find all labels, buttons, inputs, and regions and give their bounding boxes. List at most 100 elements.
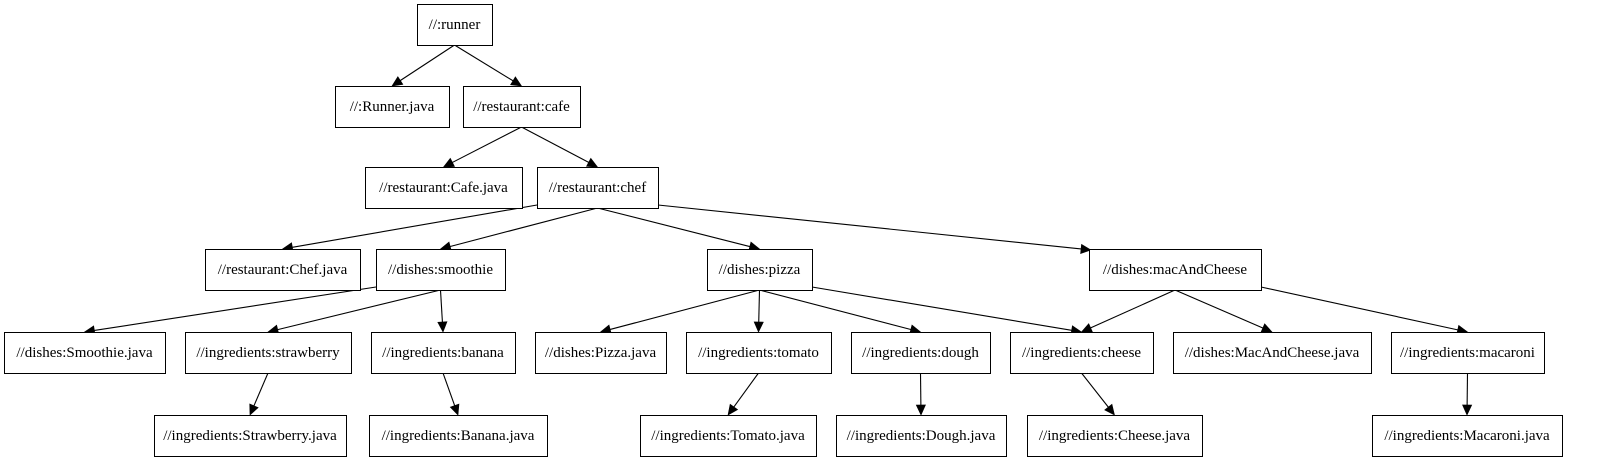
- edge-line: [94, 286, 377, 332]
- node-label: //dishes:macAndCheese: [1103, 262, 1247, 278]
- graph-node-smoothie_java[interactable]: //dishes:Smoothie.java: [4, 332, 166, 374]
- edge-line: [759, 289, 911, 331]
- edge-line: [657, 204, 1082, 250]
- edge-dishes_pizza-to-ing_cheese: [811, 286, 1083, 336]
- edge-ing_strawberry-to-strawberry_java: [249, 372, 269, 416]
- edge-ing_macaroni-to-macaroni_java: [1462, 372, 1473, 416]
- edge-arrowhead: [437, 321, 448, 333]
- node-box[interactable]: [1173, 332, 1372, 374]
- graph-node-runner[interactable]: //:runner: [417, 4, 493, 46]
- node-box[interactable]: [1027, 415, 1203, 457]
- edge-line: [811, 286, 1072, 331]
- node-box[interactable]: [1089, 249, 1262, 291]
- graph-node-ing_strawberry[interactable]: //ingredients:strawberry: [185, 332, 352, 374]
- edge-restaurant_cafe-to-restaurant_chef: [521, 126, 599, 168]
- graph-node-dough_java[interactable]: //ingredients:Dough.java: [836, 415, 1007, 457]
- node-label: //ingredients:Banana.java: [382, 428, 535, 444]
- graph-node-dishes_macandchs[interactable]: //dishes:macAndCheese: [1089, 249, 1262, 291]
- node-box[interactable]: [640, 415, 817, 457]
- node-box[interactable]: [707, 249, 813, 291]
- edge-restaurant_chef-to-chef_java: [281, 204, 538, 253]
- node-box[interactable]: [463, 86, 581, 128]
- edge-line: [1174, 289, 1264, 329]
- node-box[interactable]: [537, 167, 659, 209]
- edge-dishes_macandchs-to-macandcheese_java: [1174, 289, 1273, 333]
- graph-node-macandcheese_java[interactable]: //dishes:MacAndCheese.java: [1173, 332, 1372, 374]
- node-box[interactable]: [1391, 332, 1545, 374]
- graph-node-ing_macaroni[interactable]: //ingredients:macaroni: [1391, 332, 1545, 374]
- edge-line: [292, 204, 538, 248]
- edge-arrowhead: [442, 157, 455, 168]
- graph-node-cheese_java[interactable]: //ingredients:Cheese.java: [1027, 415, 1203, 457]
- node-label: //ingredients:Strawberry.java: [163, 428, 337, 444]
- node-box[interactable]: [417, 4, 493, 46]
- edge-ing_dough-to-dough_java: [915, 372, 926, 416]
- edge-arrowhead: [391, 76, 404, 87]
- node-box[interactable]: [376, 249, 506, 291]
- edge-arrowhead: [1080, 243, 1092, 254]
- node-box[interactable]: [365, 167, 523, 209]
- node-box[interactable]: [369, 415, 548, 457]
- node-label: //ingredients:Cheese.java: [1039, 428, 1191, 444]
- node-label: //restaurant:Chef.java: [218, 262, 348, 278]
- node-box[interactable]: [1010, 332, 1154, 374]
- edge-line: [1090, 289, 1176, 329]
- edge-dishes_macandchs-to-ing_cheese: [1080, 289, 1176, 333]
- graph-node-banana_java[interactable]: //ingredients:Banana.java: [369, 415, 548, 457]
- edge-runner-to-restaurant_cafe: [454, 44, 523, 87]
- node-label: //ingredients:tomato: [698, 345, 819, 361]
- edge-line: [733, 372, 759, 408]
- edge-arrowhead: [915, 404, 926, 416]
- graph-node-cafe_java[interactable]: //restaurant:Cafe.java: [365, 167, 523, 209]
- edge-line: [521, 126, 589, 163]
- node-label: //ingredients:Tomato.java: [651, 428, 805, 444]
- graph-node-chef_java[interactable]: //restaurant:Chef.java: [205, 249, 361, 291]
- edge-runner-to-runner_java: [391, 44, 455, 87]
- graph-node-dishes_pizza[interactable]: //dishes:pizza: [707, 249, 813, 291]
- node-box[interactable]: [686, 332, 832, 374]
- graph-node-tomato_java[interactable]: //ingredients:Tomato.java: [640, 415, 817, 457]
- node-box[interactable]: [154, 415, 347, 457]
- edge-restaurant_chef-to-dishes_pizza: [597, 207, 761, 252]
- node-box[interactable]: [836, 415, 1007, 457]
- edge-arrowhead: [1260, 323, 1273, 333]
- node-label: //dishes:Pizza.java: [545, 345, 657, 361]
- node-label: //dishes:pizza: [719, 262, 801, 278]
- node-label: //dishes:Smoothie.java: [16, 345, 153, 361]
- node-box[interactable]: [335, 86, 450, 128]
- edge-arrowhead: [449, 403, 460, 416]
- node-label: //:runner: [429, 17, 481, 33]
- graph-node-pizza_java[interactable]: //dishes:Pizza.java: [535, 332, 667, 374]
- edge-restaurant_chef-to-dishes_macandchs: [657, 204, 1092, 254]
- graph-node-ing_dough[interactable]: //ingredients:dough: [851, 332, 991, 374]
- edge-arrowhead: [727, 403, 739, 416]
- graph-node-runner_java[interactable]: //:Runner.java: [335, 86, 450, 128]
- graph-node-ing_tomato[interactable]: //ingredients:tomato: [686, 332, 832, 374]
- graph-node-macaroni_java[interactable]: //ingredients:Macaroni.java: [1372, 415, 1563, 457]
- node-box[interactable]: [4, 332, 166, 374]
- graph-node-ing_cheese[interactable]: //ingredients:cheese: [1010, 332, 1154, 374]
- node-box[interactable]: [1372, 415, 1563, 457]
- node-box[interactable]: [371, 332, 516, 374]
- edge-dishes_macandchs-to-ing_macaroni: [1260, 286, 1469, 335]
- edge-arrowhead: [753, 321, 764, 333]
- edge-dishes_pizza-to-pizza_java: [599, 289, 760, 335]
- node-label: //restaurant:cafe: [473, 99, 570, 115]
- node-label: //ingredients:cheese: [1022, 345, 1141, 361]
- edge-restaurant_cafe-to-cafe_java: [442, 126, 522, 168]
- graph-node-restaurant_cafe[interactable]: //restaurant:cafe: [463, 86, 581, 128]
- graph-node-dishes_smoothie[interactable]: //dishes:smoothie: [376, 249, 506, 291]
- graph-node-strawberry_java[interactable]: //ingredients:Strawberry.java: [154, 415, 347, 457]
- edge-dishes_smoothie-to-ing_strawberry: [267, 289, 441, 335]
- node-box[interactable]: [535, 332, 667, 374]
- node-box[interactable]: [851, 332, 991, 374]
- node-label: //dishes:MacAndCheese.java: [1185, 345, 1360, 361]
- node-label: //ingredients:strawberry: [196, 345, 340, 361]
- edge-ing_banana-to-banana_java: [442, 372, 460, 416]
- node-box[interactable]: [185, 332, 352, 374]
- edge-arrowhead: [1104, 403, 1115, 416]
- graph-node-restaurant_chef[interactable]: //restaurant:chef: [537, 167, 659, 209]
- graph-node-ing_banana[interactable]: //ingredients:banana: [371, 332, 516, 374]
- node-label: //ingredients:dough: [862, 345, 979, 361]
- node-box[interactable]: [205, 249, 361, 291]
